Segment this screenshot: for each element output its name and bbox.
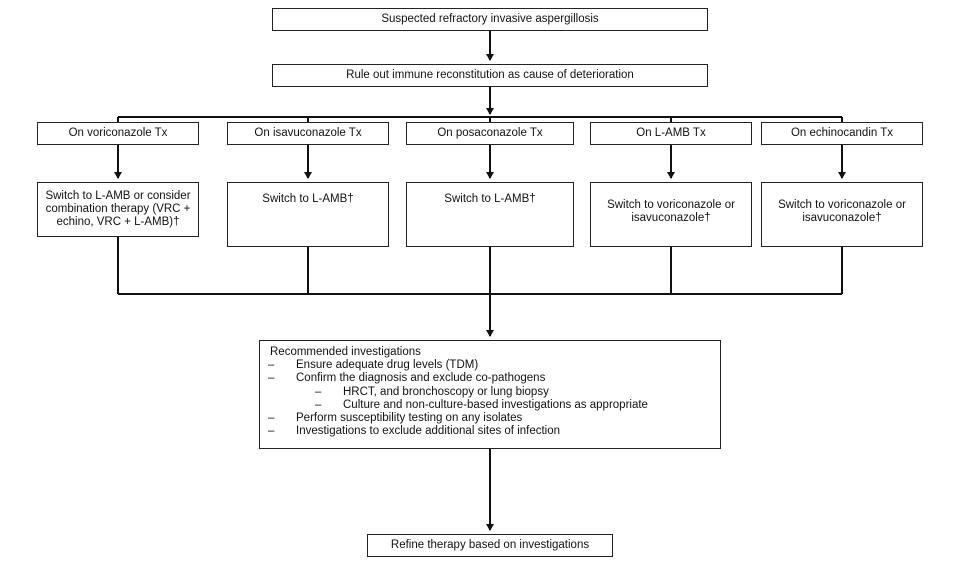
investigation-item: – Confirm the diagnosis and exclude co-p…	[268, 372, 546, 385]
final-text: Refine therapy based on investigations	[390, 539, 590, 551]
branch-label-posaconazole: On posaconazole Tx	[406, 122, 574, 145]
rule-out-box: Rule out immune reconstitution as cause …	[272, 64, 708, 87]
investigation-item: – Investigations to exclude additional s…	[268, 425, 561, 438]
investigations-title: Recommended investigations	[270, 346, 421, 358]
investigations-box: Recommended investigations – Ensure adeq…	[259, 340, 721, 449]
branch-action-voriconazole: Switch to L-AMB or consider combination …	[37, 182, 199, 237]
branch-action-lamb: Switch to voriconazole or isavuconazole†	[590, 182, 752, 247]
rule-out-text: Rule out immune reconstitution as cause …	[346, 69, 634, 81]
branch-label-lamb: On L-AMB Tx	[590, 122, 752, 145]
investigation-subitem: – Culture and non-culture-based investig…	[315, 398, 648, 411]
branch-label-isavuconazole: On isavuconazole Tx	[227, 122, 389, 145]
branch-label-echinocandin: On echinocandin Tx	[761, 122, 923, 145]
investigation-item: – Perform susceptibility testing on any …	[268, 412, 523, 425]
branch-label-voriconazole: On voriconazole Tx	[37, 122, 199, 145]
investigation-item: – Ensure adequate drug levels (TDM)	[268, 359, 479, 372]
investigation-subitem: – HRCT, and bronchoscopy or lung biopsy	[315, 385, 549, 398]
branch-action-posaconazole: Switch to L-AMB†	[406, 182, 574, 247]
start-text: Suspected refractory invasive aspergillo…	[381, 13, 599, 25]
branch-action-echinocandin: Switch to voriconazole or isavuconazole†	[761, 182, 923, 247]
final-box: Refine therapy based on investigations	[367, 534, 613, 557]
start-box: Suspected refractory invasive aspergillo…	[272, 8, 708, 31]
branch-action-isavuconazole: Switch to L-AMB†	[227, 182, 389, 247]
